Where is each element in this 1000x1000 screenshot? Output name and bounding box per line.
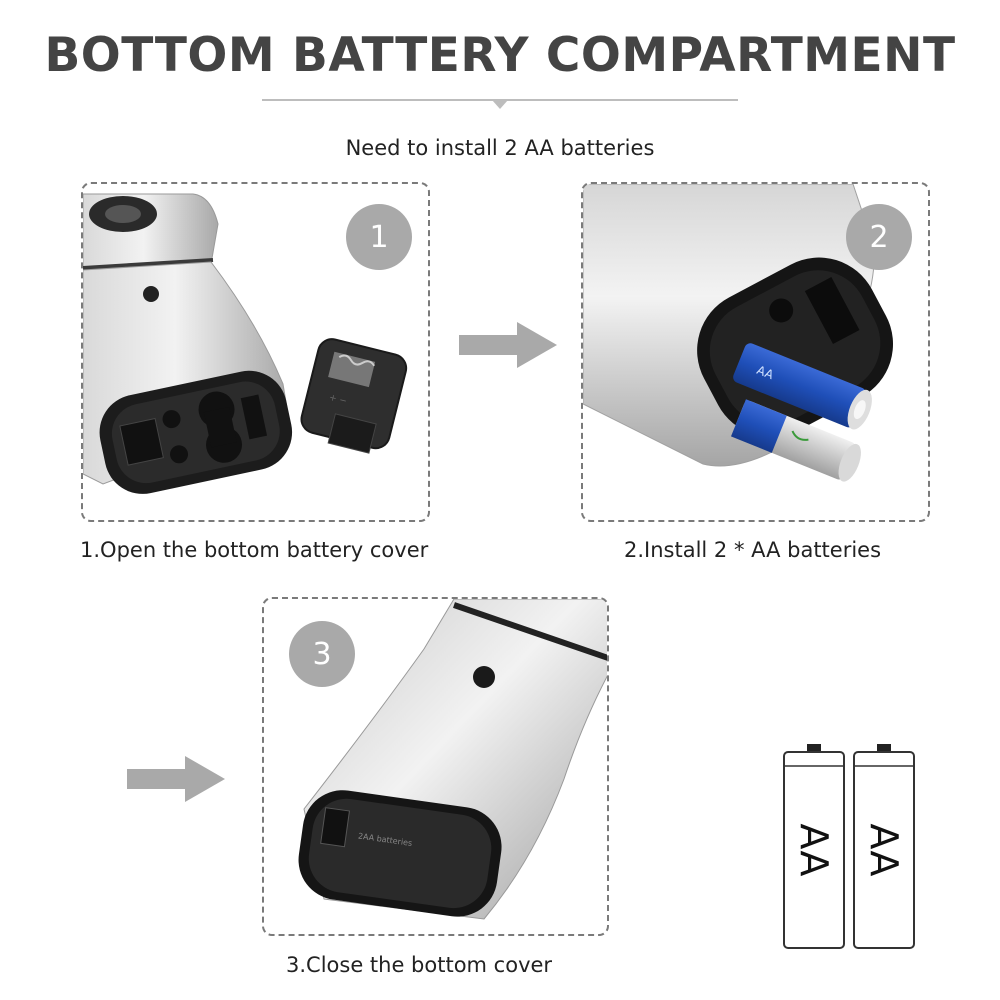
step-2-panel: AA 2 xyxy=(581,182,930,522)
step-1-badge: 1 xyxy=(346,204,412,270)
aa-battery-illustration: AA AA xyxy=(780,742,920,950)
arrow-right-icon xyxy=(459,322,557,368)
arrow-right-icon xyxy=(127,756,225,802)
subtitle: Need to install 2 AA batteries xyxy=(345,136,655,160)
device-closed-cover-illustration: 2AA batteries xyxy=(298,599,607,920)
divider-notch xyxy=(492,100,508,109)
device-open-cover-illustration: + − xyxy=(83,193,408,494)
step-2-badge: 2 xyxy=(846,204,912,270)
step-1-panel: + − 1 xyxy=(81,182,430,522)
step-3-panel: 2AA batteries 3 xyxy=(262,597,609,936)
step-3-badge: 3 xyxy=(289,621,355,687)
svg-text:+ −: + − xyxy=(328,393,348,407)
step-2-caption: 2.Install 2 * AA batteries xyxy=(624,538,882,562)
svg-text:AA: AA xyxy=(755,363,777,383)
battery-label-left: AA xyxy=(792,823,836,877)
battery-label-right: AA xyxy=(862,823,906,877)
step-1-caption: 1.Open the bottom battery cover xyxy=(80,538,429,562)
page-title: BOTTOM BATTERY COMPARTMENT xyxy=(44,28,956,83)
device-install-batteries-illustration: AA xyxy=(583,184,894,482)
step-3-caption: 3.Close the bottom cover xyxy=(286,953,553,977)
